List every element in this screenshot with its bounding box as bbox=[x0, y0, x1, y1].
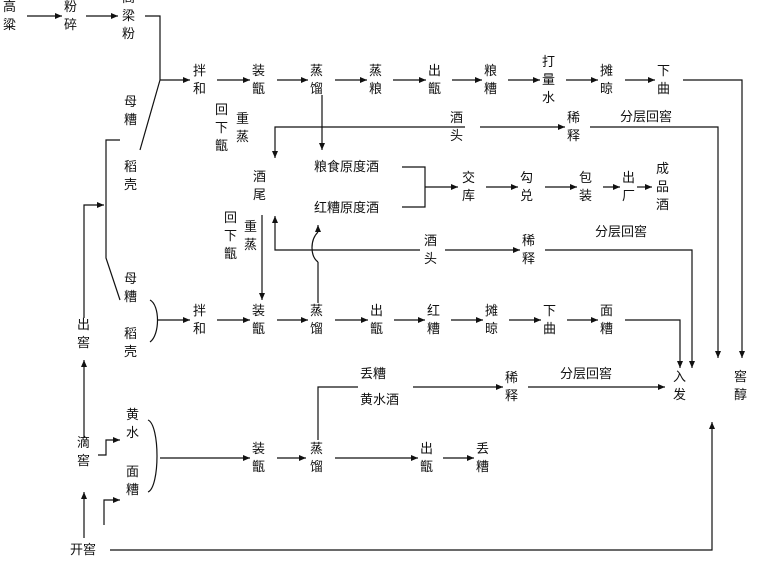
node-daoke-2: 稻壳 bbox=[124, 327, 137, 360]
node-diucao-1: 丢糟 bbox=[360, 367, 386, 382]
arrow-xishi2-rufa bbox=[545, 249, 695, 368]
node-fencenghuijiao-1: 分层回窖 bbox=[620, 109, 672, 125]
node-xishi-2: 稀释 bbox=[522, 234, 535, 267]
node-zhengliu-1: 蒸馏 bbox=[310, 64, 323, 97]
bracket-mucao-daoke-1 bbox=[105, 139, 121, 301]
arrow-miancao1-rufa bbox=[625, 319, 683, 368]
connector-lines bbox=[27, 13, 745, 551]
node-fencenghuijiao-3: 分层回窖 bbox=[560, 366, 612, 382]
arrow-chujiao-up bbox=[83, 202, 104, 318]
node-fencenghuijiao-2: 分层回窖 bbox=[595, 224, 647, 240]
line-bracket1-to-merge bbox=[139, 79, 161, 151]
arrow-jiutou1-loop bbox=[272, 126, 465, 158]
node-gaoliang: 高粱 bbox=[3, 0, 16, 33]
line-gaoliangfen-to-merge bbox=[145, 15, 161, 80]
node-dijiao: 滴窖 bbox=[77, 435, 90, 469]
node-fensui: 粉碎 bbox=[64, 0, 77, 33]
node-labels: 高粱 粉碎 高梁粉 母糟 稻壳 拌和 装甑 蒸馏 蒸粮 出甑 粮糟 打量水 摊晾… bbox=[3, 0, 747, 558]
node-chuchang: 出厂 bbox=[622, 171, 635, 204]
node-chuzeng-3: 出甑 bbox=[420, 442, 433, 475]
node-miancao-2: 面糟 bbox=[126, 465, 139, 498]
node-xishi-3: 稀释 bbox=[505, 371, 518, 404]
arrow-xishi1-jiaochun bbox=[590, 126, 721, 358]
node-xiaqu-1: 下曲 bbox=[657, 64, 670, 97]
arrow-jiutou2-loop bbox=[272, 216, 420, 251]
node-banhe-1: 拌和 bbox=[193, 64, 206, 97]
node-jiuwei: 酒尾 bbox=[253, 170, 266, 203]
node-miancao-1: 面糟 bbox=[600, 304, 613, 337]
arrow-dijiao-huangshui bbox=[98, 437, 120, 456]
node-zhuangzeng-2: 装甑 bbox=[252, 304, 265, 337]
node-daliangshui: 打量水 bbox=[542, 55, 555, 106]
node-tanliang-1: 摊晾 bbox=[600, 64, 613, 97]
node-huangshui: 黄水 bbox=[126, 408, 139, 441]
node-xishi-1: 稀释 bbox=[567, 111, 580, 144]
node-xiaqu-2: 下曲 bbox=[543, 304, 556, 337]
node-daoke-1: 稻壳 bbox=[124, 160, 137, 193]
node-zhengliu-2: 蒸馏 bbox=[310, 304, 323, 337]
arrow-kaijiao-miancao bbox=[103, 497, 120, 525]
line-zhengliu3-up bbox=[317, 386, 358, 440]
node-chujiao: 出窖 bbox=[77, 318, 90, 351]
node-kaijiao: 开窖 bbox=[70, 542, 96, 558]
node-zhuangzeng-1: 装甑 bbox=[252, 64, 265, 97]
node-jiaochun: 窖醇 bbox=[734, 369, 747, 403]
node-hongcao: 红糟 bbox=[427, 303, 440, 337]
line-hop-over bbox=[311, 231, 319, 263]
node-jiutou-1: 酒头 bbox=[450, 111, 463, 144]
node-zhengliu-3: 蒸馏 bbox=[310, 442, 323, 475]
node-liangcao: 粮糟 bbox=[484, 64, 497, 97]
node-chongzheng-1: 重蒸 bbox=[236, 111, 249, 145]
node-jiaoku: 交库 bbox=[462, 170, 475, 204]
node-banhe-2: 拌和 bbox=[193, 304, 206, 337]
arrow-kaijiao-bottom bbox=[110, 422, 715, 551]
node-baozhuang: 包装 bbox=[579, 171, 592, 204]
bracket-yuanjiu bbox=[402, 166, 426, 208]
node-huixiazeng-2: 回下甑 bbox=[224, 211, 237, 262]
node-rufa: 入发 bbox=[673, 370, 686, 403]
node-chuzeng-2: 出甑 bbox=[370, 304, 383, 337]
bracket-huangshui-miancao bbox=[147, 419, 158, 493]
bracket-mucao-daoke-2 bbox=[149, 299, 159, 343]
node-huangshuijiu: 黄水酒 bbox=[360, 393, 399, 408]
node-chongzheng-2: 重蒸 bbox=[244, 219, 257, 253]
node-mucao-1: 母糟 bbox=[124, 95, 137, 128]
arrow-xiaqu1-jiaochun bbox=[683, 79, 745, 358]
node-jiutou-2: 酒头 bbox=[424, 234, 437, 267]
node-zhengliang: 蒸粮 bbox=[369, 64, 382, 97]
node-liangshi-yuanjiu: 粮食原度酒 bbox=[314, 159, 379, 175]
node-goudui: 勾兑 bbox=[520, 171, 533, 204]
node-hongcao-yuanjiu: 红糟原度酒 bbox=[314, 200, 379, 216]
node-diucao-2: 丢糟 bbox=[476, 442, 489, 475]
node-mucao-2: 母糟 bbox=[124, 272, 137, 305]
node-zhuangzeng-3: 装甑 bbox=[252, 442, 265, 475]
node-huixiazeng-1: 回下甑 bbox=[215, 103, 228, 154]
node-gaoliangfen: 高梁粉 bbox=[122, 0, 135, 42]
node-chengpinjiu: 成品酒 bbox=[656, 162, 669, 213]
node-chuzeng-1: 出甑 bbox=[428, 64, 441, 97]
node-tanliang-2: 摊晾 bbox=[485, 304, 498, 337]
